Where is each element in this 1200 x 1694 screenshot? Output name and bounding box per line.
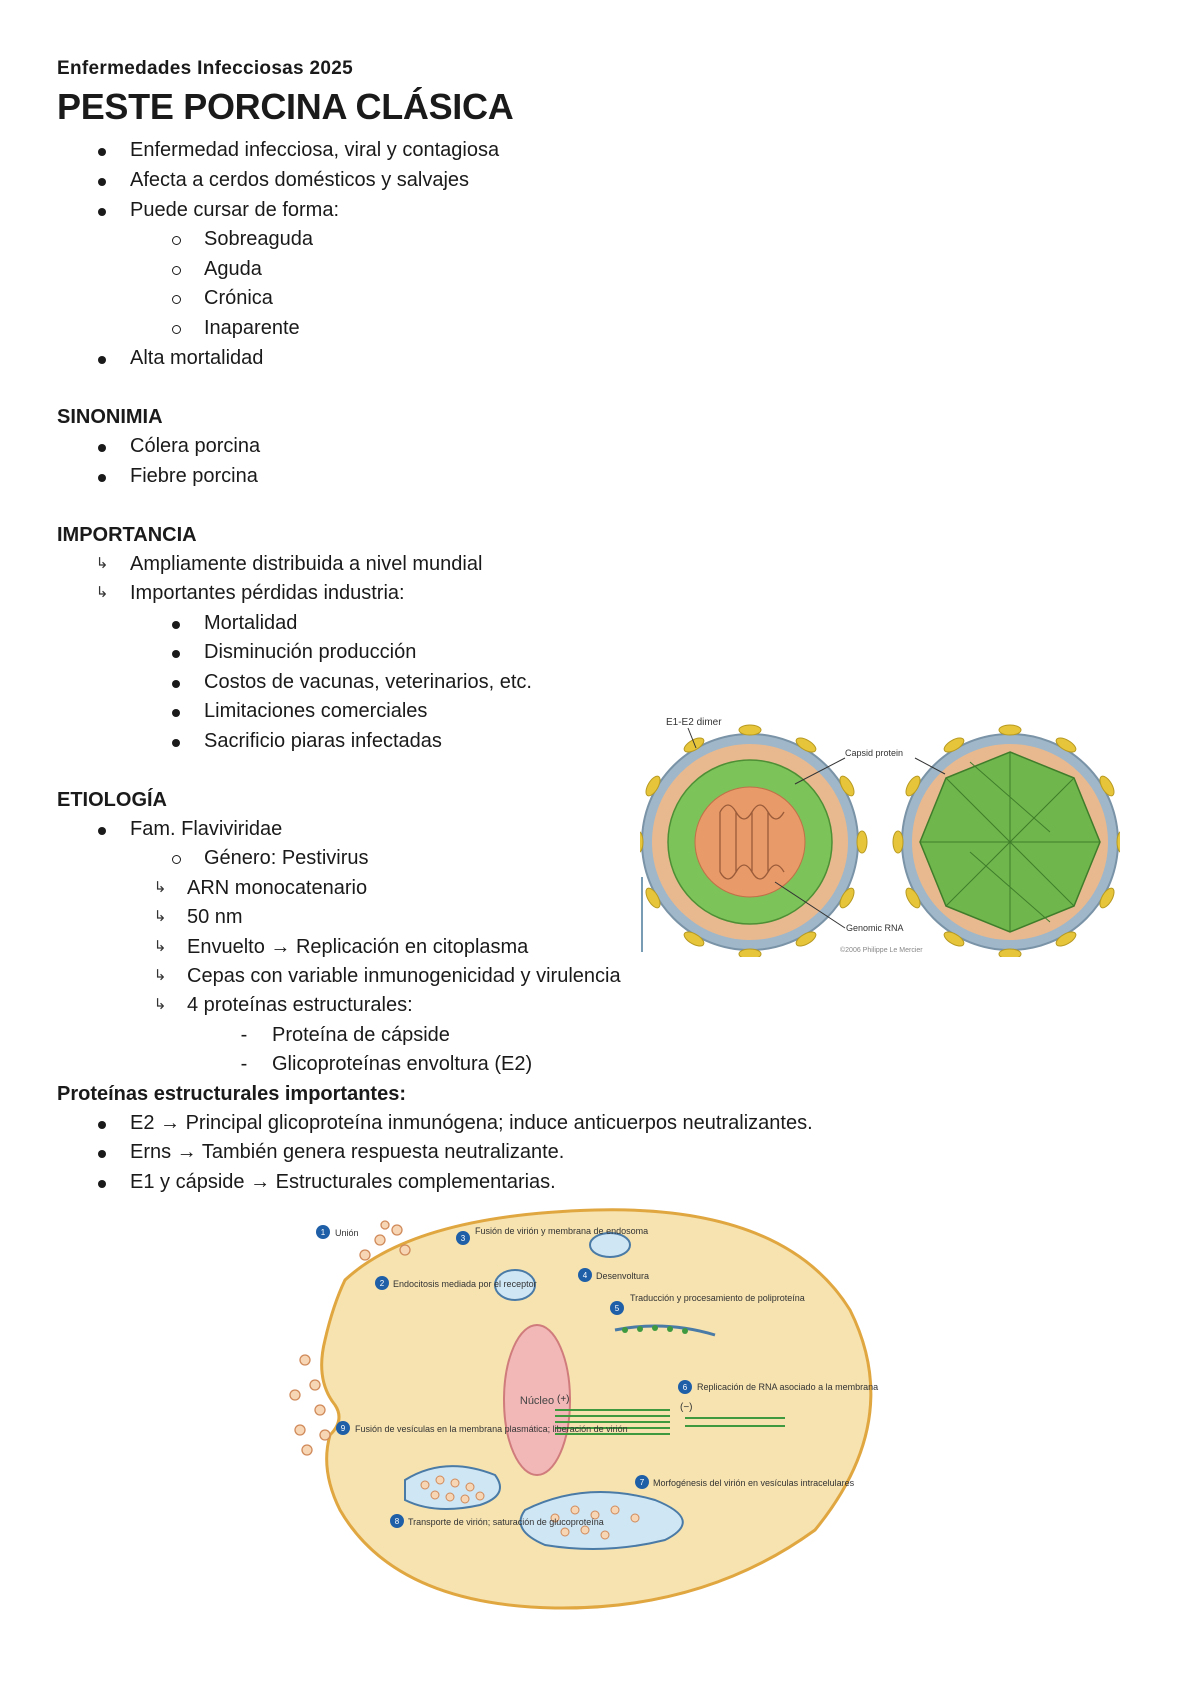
- bullet-icon: [98, 1150, 106, 1158]
- circle-bullet-icon: [171, 295, 181, 304]
- capsid-label: Capsid protein: [845, 748, 903, 758]
- step-number: 1: [321, 1228, 326, 1237]
- bullet-icon: [98, 1121, 106, 1129]
- section-heading-importancia: IMPORTANCIA: [57, 524, 197, 546]
- circle-bullet-icon: [171, 325, 181, 334]
- bullet-icon: [172, 650, 180, 658]
- step-label: Fusión de virión y membrana de endosoma: [475, 1226, 648, 1236]
- bullet-icon: [98, 827, 106, 835]
- section-heading-etiologia: ETIOLOGÍA: [57, 789, 167, 811]
- step-label: Replicación de RNA asociado a la membran…: [697, 1382, 878, 1392]
- circle-bullet-icon: [171, 855, 181, 864]
- return-arrow-icon: ↳: [95, 584, 109, 601]
- step-label: Unión: [335, 1228, 359, 1238]
- rna-label: Genomic RNA: [846, 923, 904, 933]
- bullet-icon: [98, 178, 106, 186]
- nucleus: [503, 1324, 571, 1476]
- circle-bullet-icon: [171, 266, 181, 275]
- step-label: Fusión de vesículas en la membrana plasm…: [355, 1424, 628, 1434]
- return-arrow-icon: ↳: [153, 908, 167, 925]
- return-arrow-icon: ↳: [153, 967, 167, 984]
- bullet-icon: [172, 680, 180, 688]
- document-subtitle: Enfermedades Infecciosas 2025: [57, 58, 353, 79]
- step-number: 7: [640, 1478, 645, 1487]
- step-label: Desenvoltura: [596, 1271, 649, 1281]
- document-title: PESTE PORCINA CLÁSICA: [57, 86, 514, 127]
- step-label: Traducción y procesamiento de poliproteí…: [630, 1293, 805, 1303]
- dash-bullet: -: [240, 1024, 248, 1046]
- nucleus-label: Núcleo: [520, 1395, 554, 1407]
- return-arrow-icon: ↳: [95, 555, 109, 572]
- circle-bullet-icon: [171, 236, 181, 245]
- dimer-label: E1-E2 dimer: [666, 717, 722, 728]
- figure-credit: ©2006 Philippe Le Mercier: [840, 946, 923, 954]
- bullet-icon: [98, 148, 106, 156]
- negative-strand-label: (−): [680, 1402, 693, 1413]
- bullet-icon: [98, 208, 106, 216]
- step-number: 3: [461, 1234, 466, 1243]
- step-number: 8: [395, 1517, 400, 1526]
- step-number: 9: [341, 1424, 346, 1433]
- step-number: 6: [683, 1383, 688, 1392]
- dash-bullet: -: [240, 1053, 248, 1075]
- bullet-icon: [98, 356, 106, 364]
- step-label: Morfogénesis del virión en vesículas int…: [653, 1478, 855, 1488]
- step-label: Endocitosis mediada por el receptor: [393, 1279, 537, 1289]
- step-number: 2: [380, 1279, 385, 1288]
- step-number: 5: [615, 1304, 620, 1313]
- section-heading-proteinas: Proteínas estructurales importantes:: [57, 1083, 406, 1105]
- step-label: Transporte de virión; saturación de gluc…: [408, 1517, 604, 1527]
- bullet-icon: [172, 709, 180, 717]
- bullet-icon: [172, 739, 180, 747]
- virion-structure-figure: E1-E2 dimer Capsid protein Genomic RNA ©…: [640, 717, 1120, 957]
- bullet-icon: [98, 1180, 106, 1188]
- section-heading-sinonimia: SINONIMIA: [57, 406, 163, 428]
- bullet-icon: [98, 474, 106, 482]
- bullet-icon: [98, 444, 106, 452]
- step-number: 4: [583, 1271, 588, 1280]
- return-arrow-icon: ↳: [153, 938, 167, 955]
- return-arrow-icon: ↳: [153, 879, 167, 896]
- replication-cycle-figure: Núcleo (+) (−) 1 Unión 2 Endocitosis med…: [289, 1208, 878, 1610]
- return-arrow-icon: ↳: [153, 996, 167, 1013]
- bullet-icon: [172, 621, 180, 629]
- positive-strand-label: (+): [557, 1394, 570, 1405]
